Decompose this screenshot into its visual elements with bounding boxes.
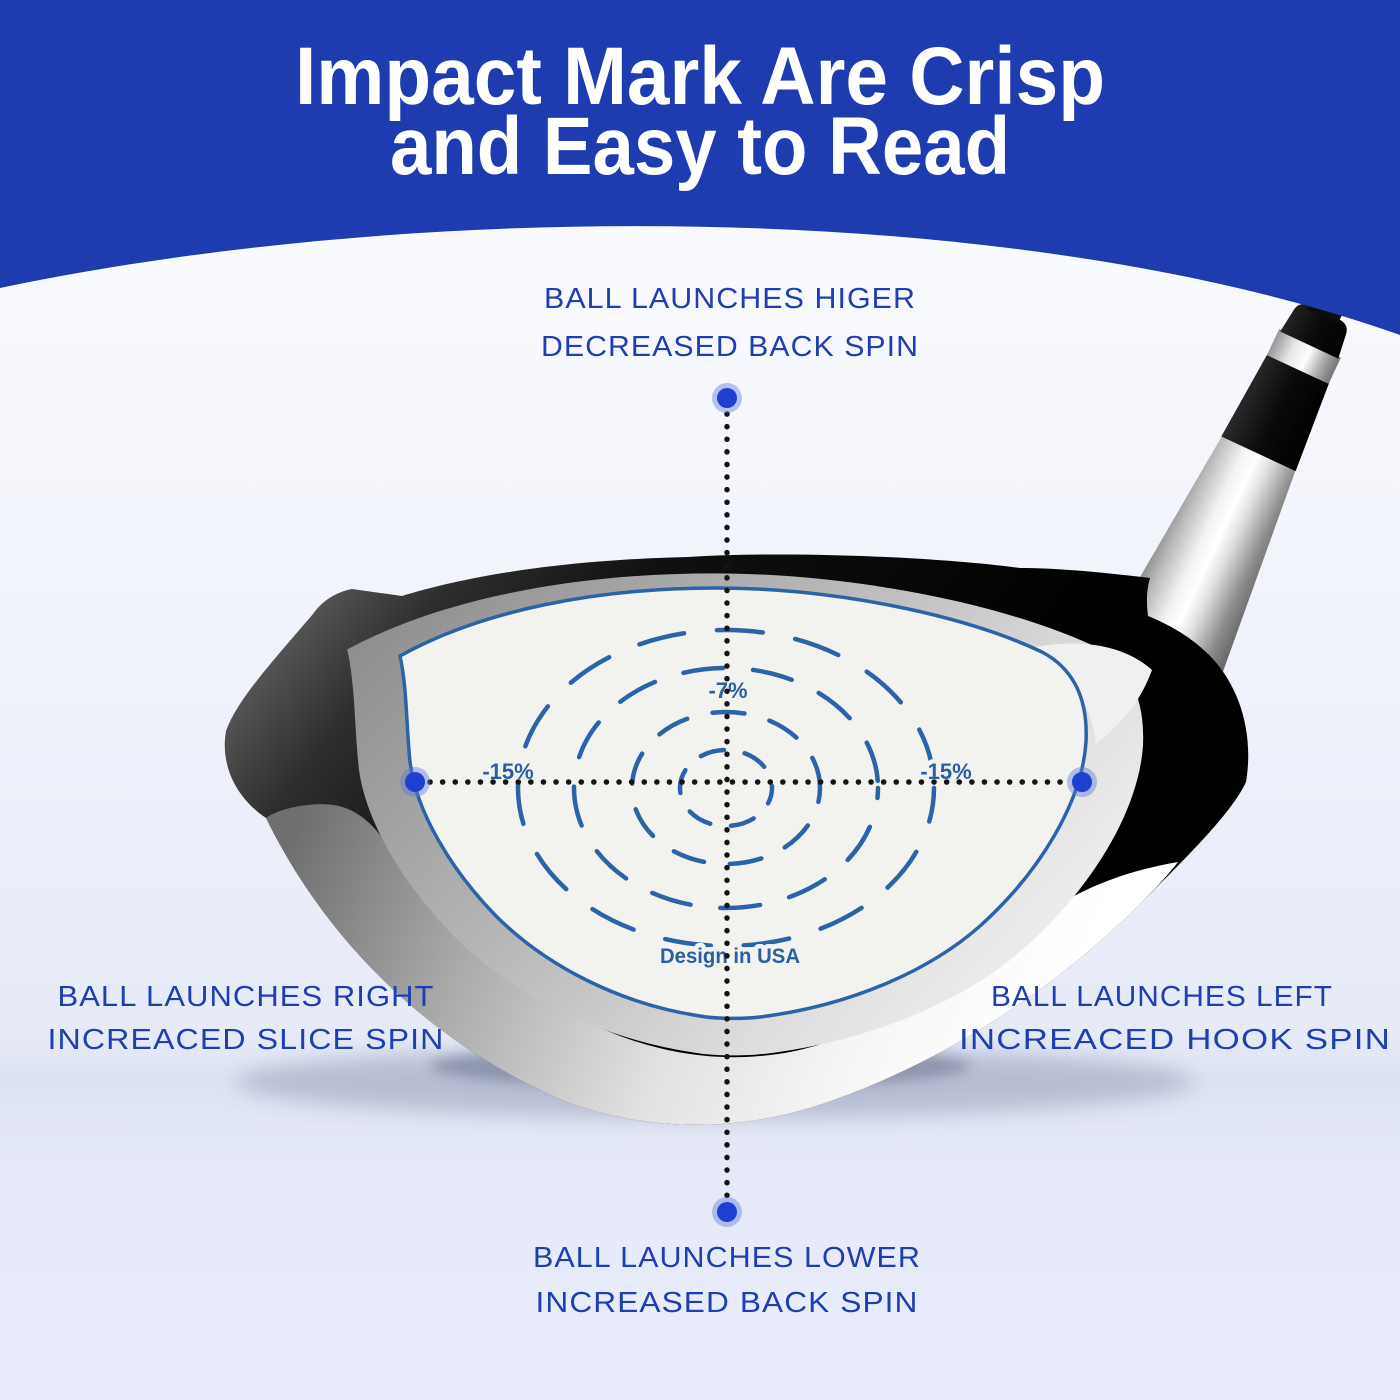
callout-right: BALL LAUNCHES LEFT INCREACED HOOK SPIN	[959, 981, 1391, 1056]
page-title-line2: and Easy to Read	[390, 101, 1010, 192]
marker-dot-bottom	[712, 1197, 742, 1227]
crosshair	[427, 411, 1071, 1201]
impact-ring-2	[629, 709, 823, 867]
callout-top-line2: DECREASED BACK SPIN	[541, 331, 919, 363]
shaft-silver-band	[1266, 328, 1341, 384]
face-mark-heel: -15%	[482, 759, 533, 784]
callout-left: BALL LAUNCHES RIGHT INCREACED SLICE SPIN	[48, 981, 445, 1056]
marker-dot-left	[400, 767, 430, 797]
club-face	[398, 586, 1088, 1021]
callout-right-line2: INCREACED HOOK SPIN	[959, 1024, 1391, 1056]
marker-dots	[400, 383, 1097, 1227]
callout-bottom: BALL LAUNCHES LOWER INCREASED BACK SPIN	[533, 1242, 921, 1319]
callout-left-line2: INCREACED SLICE SPIN	[48, 1024, 445, 1056]
callout-bottom-line2: INCREASED BACK SPIN	[536, 1287, 919, 1319]
page-title-line1: Impact Mark Are Crisp	[295, 31, 1105, 122]
header-banner	[0, 0, 1400, 335]
impact-ring-1	[677, 747, 775, 829]
face-mark-toe: -15%	[920, 759, 971, 784]
callout-top: BALL LAUNCHES HIGER DECREASED BACK SPIN	[541, 283, 919, 363]
marker-dot-right	[1067, 767, 1097, 797]
club-head: -7% -15% -15% Design in USA	[224, 554, 1249, 1125]
callout-top-line1: BALL LAUNCHES HIGER	[544, 283, 916, 315]
callout-left-line1: BALL LAUNCHES RIGHT	[58, 981, 435, 1013]
club-sole	[266, 804, 1178, 1125]
callout-bottom-line1: BALL LAUNCHES LOWER	[533, 1242, 921, 1274]
marker-dot-top	[712, 383, 742, 413]
face-brand-label: Design in USA	[660, 945, 800, 968]
callout-right-line1: BALL LAUNCHES LEFT	[991, 981, 1333, 1013]
ferrule	[1221, 353, 1330, 472]
